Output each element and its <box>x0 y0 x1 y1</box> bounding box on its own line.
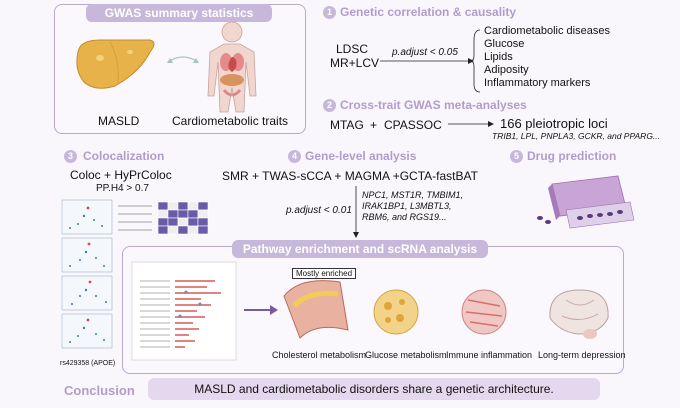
masld-label: MASLD <box>98 114 140 128</box>
outcome-glucose: Glucose <box>484 38 525 50</box>
step-4-badge: 4 <box>288 150 301 163</box>
coloc-methods: Coloc + HyPrColoc <box>70 168 172 182</box>
outcome-cardiometabolic: Cardiometabolic diseases <box>484 25 610 37</box>
heatmap-row-labels <box>118 205 152 231</box>
section3-title: Colocalization <box>83 149 165 163</box>
method-mtag: MTAG <box>330 118 364 132</box>
method-ldsc: LDSC <box>336 42 369 56</box>
step-5-badge: 5 <box>510 150 523 163</box>
step-2-badge: 2 <box>323 99 336 112</box>
section1-threshold: p.adjust < 0.05 <box>392 47 458 58</box>
outcome-adiposity: Adiposity <box>484 64 529 76</box>
section5-title: Drug prediction <box>527 149 617 163</box>
gene-list-line1: NPC1, MST1R, TMBIM1, <box>362 190 464 200</box>
method-cpassoc: CPASSOC <box>384 118 442 132</box>
section1-title: Genetic correlation & causality <box>340 5 517 19</box>
liver-icon <box>76 39 155 89</box>
enrichment-dots <box>178 290 202 318</box>
locus-points <box>69 206 107 343</box>
label-cholesterol: Cholesterol metabolism <box>272 350 367 360</box>
enrichment-bars <box>175 280 221 348</box>
section4-threshold: p.adjust < 0.01 <box>286 205 352 216</box>
coloc-heatmap <box>157 201 209 235</box>
outcome-inflammatory: Inflammatory markers <box>484 77 591 89</box>
step-1-badge: 1 <box>323 6 336 19</box>
gene-list-line2: IRAK1BP1, L3MBTL3, <box>362 201 452 211</box>
step-3-badge: 3 <box>64 150 77 163</box>
coloc-threshold: PP.H4 > 0.7 <box>96 183 149 194</box>
plus-sign: + <box>370 118 378 132</box>
human-body-icon <box>207 21 257 113</box>
label-immune: Immune inflammation <box>446 350 533 360</box>
conclusion-label: Conclusion <box>64 383 135 398</box>
label-long-term-depression: Long-term depression <box>538 350 626 360</box>
section2-title: Cross-trait GWAS meta-analyses <box>340 98 527 112</box>
mostly-enriched-tag: Mostly enriched <box>292 268 357 279</box>
artery-icon <box>283 280 349 339</box>
section4-title: Gene-level analysis <box>305 149 417 163</box>
snp-label: rs429358 (APOE) <box>60 360 116 367</box>
gene-level-methods: SMR + TWAS-sCCA + MAGMA +GCTA-fastBAT <box>222 169 478 183</box>
pathway-panel-title: Pathway enrichment and scRNA analysis <box>232 240 488 258</box>
label-glucose: Glucose metabolism <box>365 350 447 360</box>
conclusion-banner: MASLD and cardiometabolic disorders shar… <box>148 378 600 400</box>
method-mr-lcv: MR+LCV <box>330 56 380 70</box>
gwas-panel-title: GWAS summary statistics <box>86 4 272 22</box>
brain-icon <box>549 289 609 335</box>
cardiometabolic-label: Cardiometabolic traits <box>172 114 289 128</box>
pleiotropic-loci: 166 pleiotropic loci <box>500 116 608 131</box>
section2-genes: TRIB1, LPL, PNPLA3, GCKR, and PPARG... <box>492 131 661 141</box>
outcome-bracket <box>469 29 481 93</box>
outcome-lipids: Lipids <box>484 51 513 63</box>
gene-list-line3: RBM6, and RGS19... <box>362 212 447 222</box>
glucose-cell-icon <box>373 289 419 335</box>
